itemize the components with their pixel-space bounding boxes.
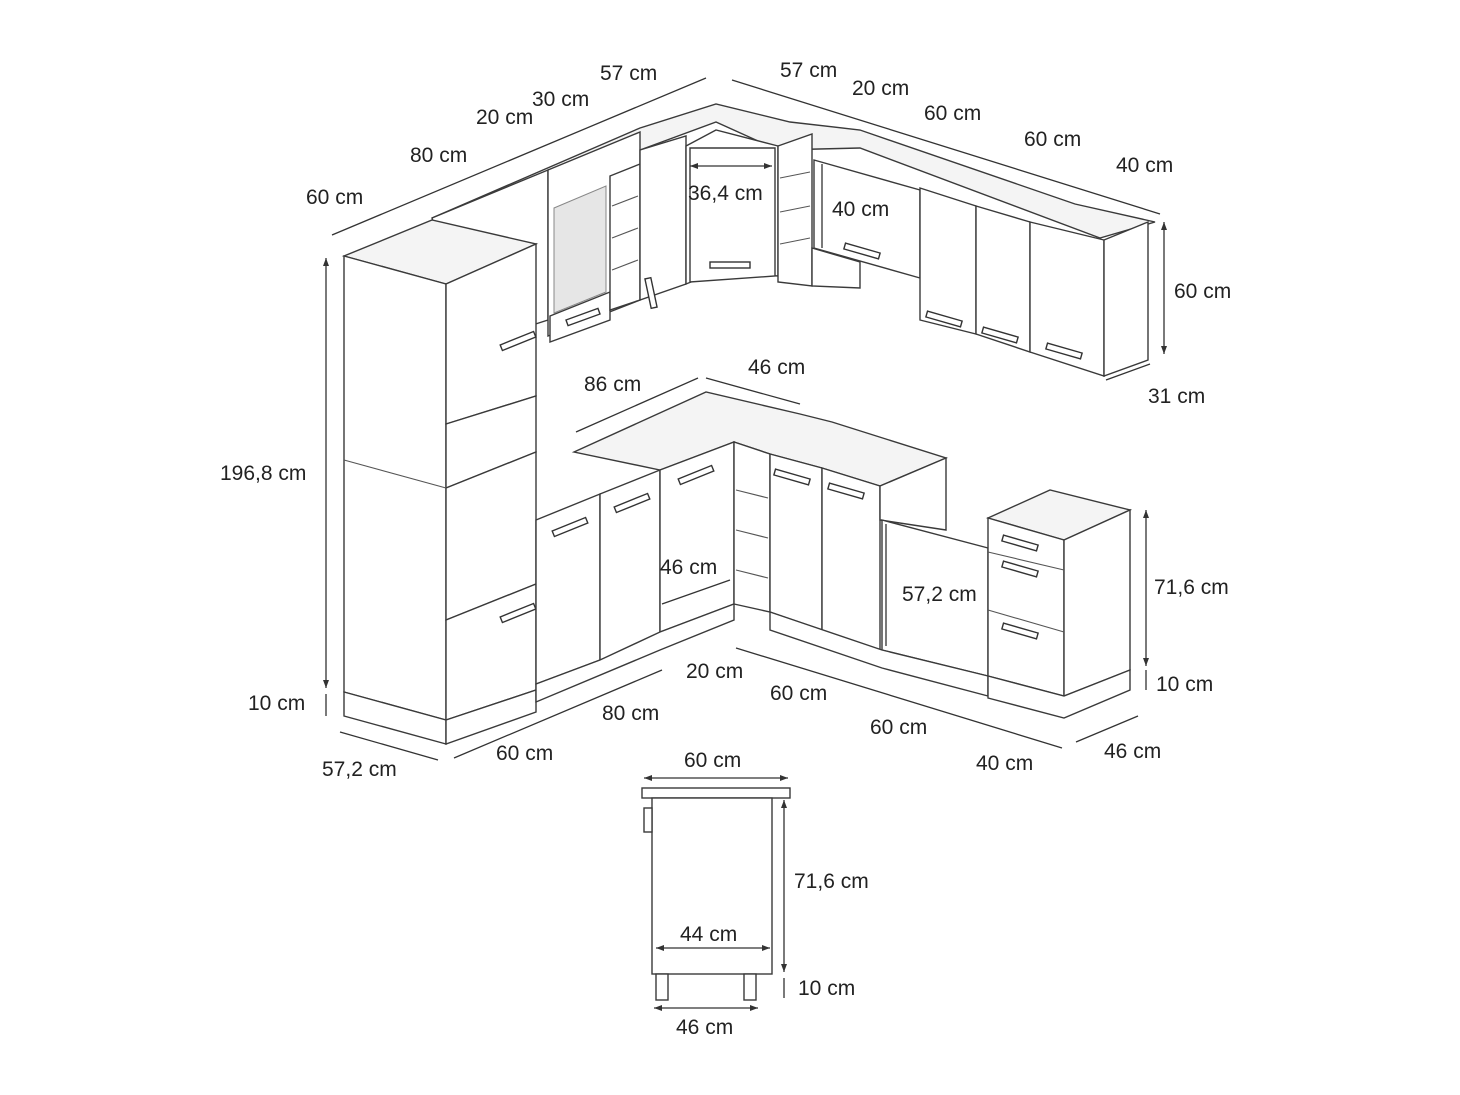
- label-base-depth: 46 cm: [1104, 740, 1161, 763]
- base-left-plinth: [535, 602, 735, 704]
- upper-door-left: [639, 135, 687, 301]
- label-base-right-0: 60 cm: [770, 682, 827, 705]
- label-detail-plinth: 10 cm: [798, 977, 855, 1000]
- label-detail-inner: 44 cm: [680, 923, 737, 946]
- label-upper-left-3: 30 cm: [532, 88, 589, 111]
- upper-cabinets: [431, 103, 1156, 377]
- glass-panel: [553, 185, 607, 314]
- label-upper-left-0: 60 cm: [306, 186, 363, 209]
- corner-door: [689, 147, 776, 283]
- tall-cabinet: [341, 219, 539, 745]
- label-worktop-left: 86 cm: [584, 373, 641, 396]
- label-detail-depth: 46 cm: [676, 1016, 733, 1039]
- label-corner-wall-inner: 36,4 cm: [688, 182, 763, 205]
- detail-worktop: [641, 787, 791, 799]
- base-door-l1: [535, 492, 601, 686]
- label-worktop-right: 46 cm: [748, 356, 805, 379]
- drawer-plinth: [987, 668, 1131, 719]
- detail-cabinet: [641, 787, 791, 1001]
- label-upper-left-1: 80 cm: [410, 144, 467, 167]
- label-tall-depth: 57,2 cm: [322, 758, 397, 781]
- detail-leg-left: [655, 973, 669, 1001]
- label-base-right-2: 40 cm: [976, 752, 1033, 775]
- tall-plinth-front: [445, 689, 537, 745]
- label-base-left-1: 80 cm: [602, 702, 659, 725]
- dimension-lines: [323, 77, 1167, 1011]
- label-wall-depth: 31 cm: [1148, 385, 1205, 408]
- label-wall-height: 60 cm: [1174, 280, 1231, 303]
- upper-end-side: [1103, 220, 1149, 377]
- label-detail-height: 71,6 cm: [794, 870, 869, 893]
- label-hood-height: 40 cm: [832, 198, 889, 221]
- base-corner-door: [659, 440, 735, 634]
- label-base-right-1: 60 cm: [870, 716, 927, 739]
- drawer-cabinet-side: [1063, 508, 1131, 698]
- detail-door-edge: [643, 807, 653, 833]
- hood-frame: [811, 247, 861, 289]
- label-tall-plinth: 10 cm: [248, 692, 305, 715]
- base-door-l2: [599, 468, 661, 662]
- tall-side: [343, 255, 447, 721]
- label-base-left-2: 20 cm: [686, 660, 743, 683]
- dimension-labels: 60 cm 80 cm 20 cm 30 cm 57 cm 57 cm 20 c…: [220, 59, 1231, 1039]
- open-shelf-right: [777, 133, 813, 287]
- base-cabinets: [535, 391, 1133, 719]
- label-upper-right-1: 20 cm: [852, 77, 909, 100]
- detail-body: [651, 797, 773, 975]
- label-detail-width: 60 cm: [684, 749, 741, 772]
- label-drawer-plinth: 10 cm: [1156, 673, 1213, 696]
- base-right-side: [879, 456, 947, 531]
- label-upper-right-4: 40 cm: [1116, 154, 1173, 177]
- label-upper-left-2: 20 cm: [476, 106, 533, 129]
- label-upper-left-4: 57 cm: [600, 62, 657, 85]
- label-sink-height: 57,2 cm: [902, 583, 977, 606]
- label-drawer-height: 71,6 cm: [1154, 576, 1229, 599]
- label-upper-right-2: 60 cm: [924, 102, 981, 125]
- label-tall-height: 196,8 cm: [220, 462, 306, 485]
- label-upper-right-0: 57 cm: [780, 59, 837, 82]
- label-upper-right-3: 60 cm: [1024, 128, 1081, 151]
- label-corner-base-inner: 46 cm: [660, 556, 717, 579]
- detail-leg-right: [743, 973, 757, 1001]
- label-base-left-0: 60 cm: [496, 742, 553, 765]
- base-open-shelf: [733, 441, 771, 613]
